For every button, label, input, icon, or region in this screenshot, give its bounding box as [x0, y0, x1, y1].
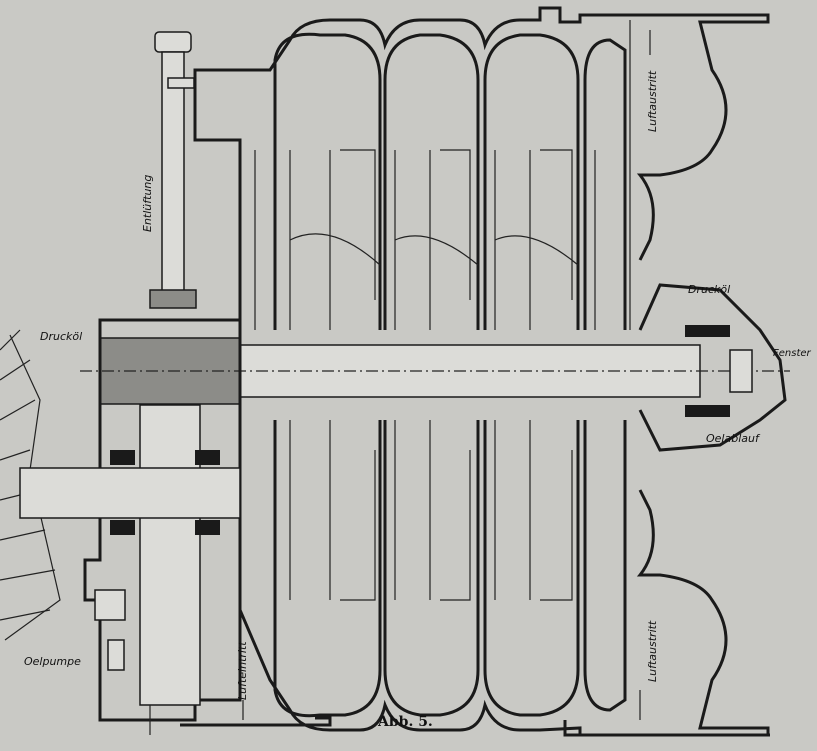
right-bearing-housing: [638, 283, 787, 452]
main-shaft: [80, 337, 790, 405]
inlet-flange: [180, 30, 770, 737]
label-vent: Entlüftung: [141, 174, 154, 232]
label-air-outlet-top: Luftaustritt: [646, 70, 659, 132]
figure-caption: Abb. 5.: [378, 714, 433, 730]
vent-pipe: [149, 31, 197, 309]
label-pressure-oil-right: Drucköl: [688, 283, 731, 296]
label-window: Fenster: [773, 348, 811, 359]
label-oil-pump: Oelpumpe: [24, 655, 81, 668]
upper-impeller-stages: [273, 32, 627, 330]
lower-casing: [238, 420, 770, 737]
label-air-outlet-bottom: Luftaustritt: [646, 620, 659, 682]
label-pressure-oil-left: Drucköl: [40, 330, 83, 343]
label-air-inlet: Lufteintritt: [236, 641, 249, 700]
gearbox: [19, 318, 242, 735]
upper-casing: [193, 6, 770, 330]
label-oil-drain: Oelablauf: [706, 432, 759, 445]
